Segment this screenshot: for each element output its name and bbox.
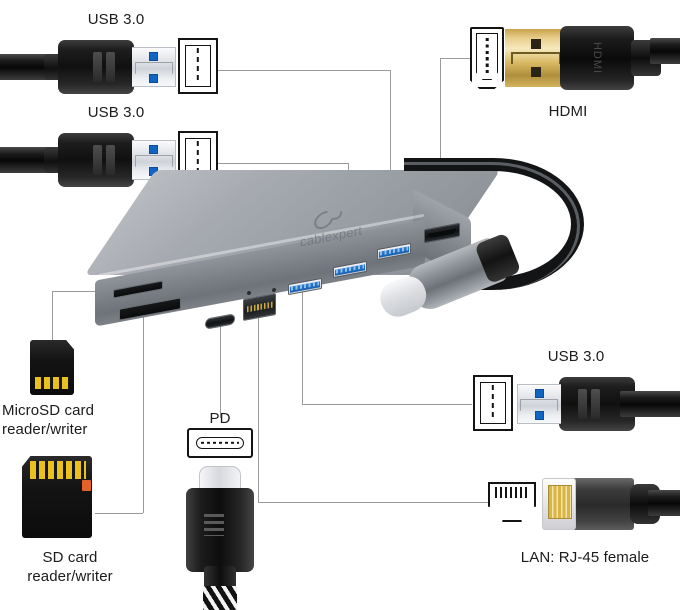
cable-strain-relief [44, 147, 62, 173]
leader-usb3-vertical [302, 290, 303, 405]
usb-plug-tongue [520, 399, 558, 411]
usb3-blue-pin-bottom [149, 74, 158, 83]
leader-lan-horizontal [258, 502, 488, 503]
rj45-plug-boot [542, 478, 576, 530]
hdmi-male-plug: HDMI [505, 26, 665, 92]
rj45-plug-gold-contacts [548, 485, 572, 519]
cable-strain-relief [44, 54, 62, 80]
label-usb-3-0-top-2: USB 3.0 [87, 104, 145, 121]
sd-card-graphic [22, 456, 92, 538]
usb-plug-tongue [135, 155, 173, 167]
sd-card-lock-switch [82, 480, 91, 491]
label-pd: PD [209, 410, 231, 427]
hdmi-plug-gold-shield [505, 29, 567, 87]
leader-usb2-horizontal [218, 163, 348, 164]
hdmi-plug-contact-top [531, 39, 541, 49]
leader-sd-horizontal [95, 513, 143, 514]
leader-usb1-vertical [390, 70, 391, 250]
usb-plug-ridge-1 [591, 389, 600, 419]
leader-hdmi-vertical [440, 58, 441, 234]
usb-plug-ridge-2 [106, 145, 115, 175]
usb-plug-ridge-2 [578, 389, 587, 419]
usb3-blue-pin-top [149, 145, 158, 154]
usb-a-female-symbol-3 [473, 375, 513, 431]
leader-hdmi-horizontal [440, 58, 472, 59]
hdmi-plug-slot [511, 52, 561, 64]
label-usb-3-0-right: USB 3.0 [547, 348, 605, 365]
usb-c-female-symbol [187, 428, 253, 458]
leader-usb1-horizontal [218, 70, 390, 71]
rj45-female-symbol [488, 482, 536, 522]
usb-c-pd-plug-body [186, 488, 254, 572]
label-sd-line-2: reader/writer [27, 568, 113, 585]
usb3-blue-pin-bottom [535, 411, 544, 420]
usb-plug-ridge-1 [93, 52, 102, 82]
usb3-blue-pin-top [149, 52, 158, 61]
usb-plug-metal-shield [132, 47, 176, 87]
usb-a-plug-right [513, 377, 649, 433]
usb-c-symbol-pill [196, 437, 244, 449]
leader-microsd-horizontal [52, 291, 120, 292]
usb-symbol-dashes [196, 48, 200, 84]
rj45-port-pins [246, 301, 273, 313]
hdmi-plug-hood: HDMI [560, 26, 634, 90]
leader-lan-vertical [258, 303, 259, 503]
hdmi-female-symbol [470, 27, 504, 89]
usb-plug-ridge-2 [106, 52, 115, 82]
label-microsd-line-2: reader/writer [2, 421, 88, 438]
usb-c-pd-plug-grip-lines [204, 514, 224, 536]
rj45-plug-body [572, 478, 634, 530]
label-hdmi: HDMI [548, 103, 588, 120]
label-sd-reader: SD card reader/writer [0, 548, 140, 586]
leader-pd-vertical [220, 325, 221, 418]
hdmi-plug-contact-bottom [531, 67, 541, 77]
usb-c-connector-gold-contacts [382, 280, 421, 314]
cablexpert-logo-tail-icon [330, 210, 343, 221]
leader-microsd-vertical [52, 291, 53, 341]
microsd-card-pins [35, 377, 69, 389]
hdmi-cable [650, 38, 680, 64]
leader-sd-vertical [143, 305, 144, 513]
usb-symbol-inner-outline [480, 382, 506, 424]
usb-a-plug-top-1 [44, 40, 180, 96]
hdmi-symbol-dots [485, 38, 489, 74]
usb-c-pd-braided-cable [203, 586, 237, 610]
label-usb-3-0-top-1: USB 3.0 [87, 11, 145, 28]
usb-symbol-dashes [491, 385, 495, 421]
usb-symbol-dashes [196, 141, 200, 177]
label-microsd-line-1: MicroSD card [2, 402, 95, 419]
usb-symbol-inner-outline [185, 45, 211, 87]
microsd-card-graphic [30, 340, 74, 395]
rj45-symbol-pins [495, 487, 529, 498]
usb-c-symbol-dots [201, 441, 239, 445]
hub-cable-highlight [404, 162, 580, 290]
sd-card-pins [30, 461, 86, 479]
usb-plug-metal-shield [517, 384, 561, 424]
lan-cable [648, 490, 680, 516]
leader-usb3-horizontal [302, 404, 472, 405]
hdmi-plug-text: HDMI [591, 41, 603, 75]
usb-plug-tongue [135, 62, 173, 74]
usb-a-female-symbol-1 [178, 38, 218, 94]
label-lan-rj45: LAN: RJ-45 female [520, 549, 650, 566]
usb-cable-right [620, 391, 680, 417]
rj45-male-plug [542, 478, 662, 532]
usb-plug-ridge-1 [93, 145, 102, 175]
hdmi-symbol-inner-outline [476, 33, 498, 80]
cablexpert-logo-text: cablexpert [299, 222, 363, 250]
label-sd-line-1: SD card [42, 549, 98, 566]
usb-c-pd-male-plug [186, 466, 254, 610]
label-microsd-reader: MicroSD card reader/writer [2, 401, 142, 439]
usb3-blue-pin-top [535, 389, 544, 398]
